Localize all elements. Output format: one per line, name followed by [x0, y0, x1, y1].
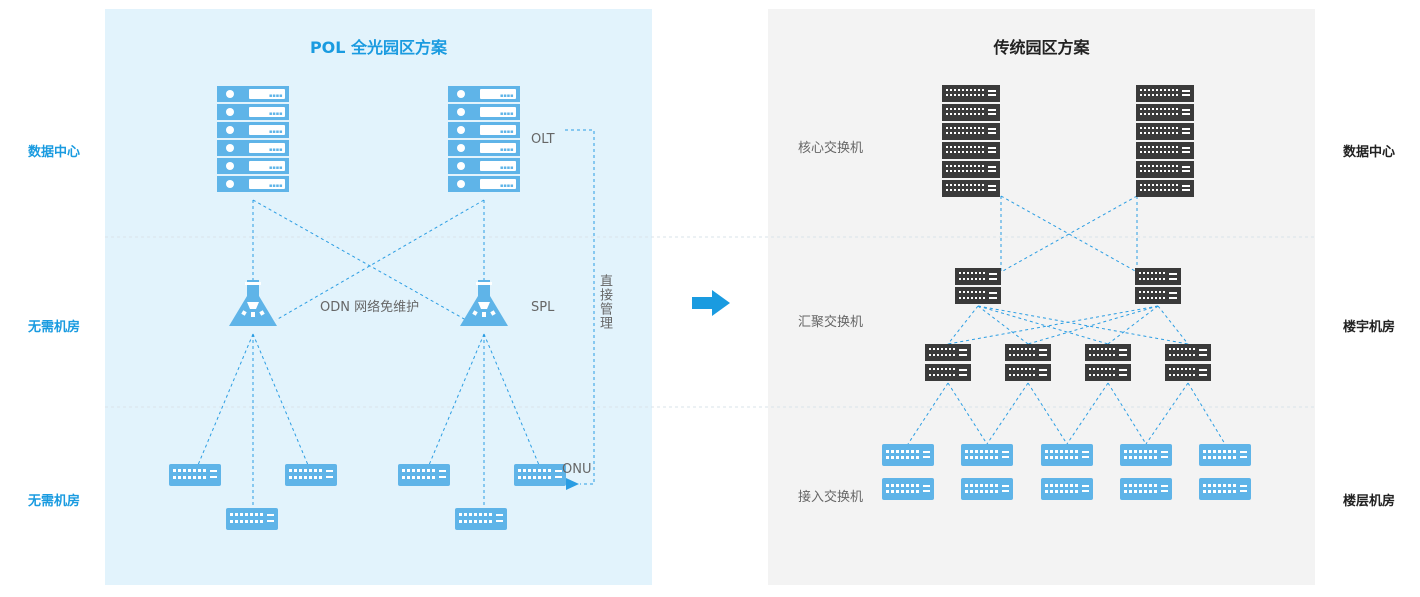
- onu-label: ONU: [562, 462, 592, 477]
- onu-device-1: [169, 464, 221, 486]
- pol-panel-background: [105, 9, 652, 585]
- core-switch-label: 核心交换机: [798, 141, 864, 156]
- pol-connections: [197, 129, 595, 508]
- olt-label: OLT: [531, 132, 555, 147]
- row-label-left-no-room-2: 无需机房: [27, 494, 80, 509]
- direct-manage-arrowhead: [566, 478, 579, 490]
- onu-device-3: [226, 508, 278, 530]
- agg-switch-label: 汇聚交换机: [798, 315, 864, 330]
- traditional-connections: [907, 195, 1226, 445]
- direct-manage-label: 直接管理: [597, 274, 612, 330]
- odn-label: ODN 网络免维护: [320, 300, 420, 315]
- traditional-panel-title: 传统园区方案: [993, 38, 1090, 57]
- pol-panel-title: POL 全光园区方案: [309, 38, 448, 57]
- onu-device-2: [285, 464, 337, 486]
- onu-device-5: [514, 464, 566, 486]
- onu-device-6: [455, 508, 507, 530]
- row-label-left-no-room-1: 无需机房: [27, 320, 80, 335]
- arrow-right-icon: [692, 290, 730, 316]
- row-label-left-datacenter: 数据中心: [27, 145, 80, 160]
- row-label-right-floor-room: 楼层机房: [1342, 494, 1395, 509]
- access-switch-label: 接入交换机: [798, 490, 864, 505]
- row-label-right-building-room: 楼宇机房: [1342, 320, 1395, 335]
- onu-device-4: [398, 464, 450, 486]
- spl-label: SPL: [531, 300, 555, 315]
- row-label-right-datacenter: 数据中心: [1342, 145, 1395, 160]
